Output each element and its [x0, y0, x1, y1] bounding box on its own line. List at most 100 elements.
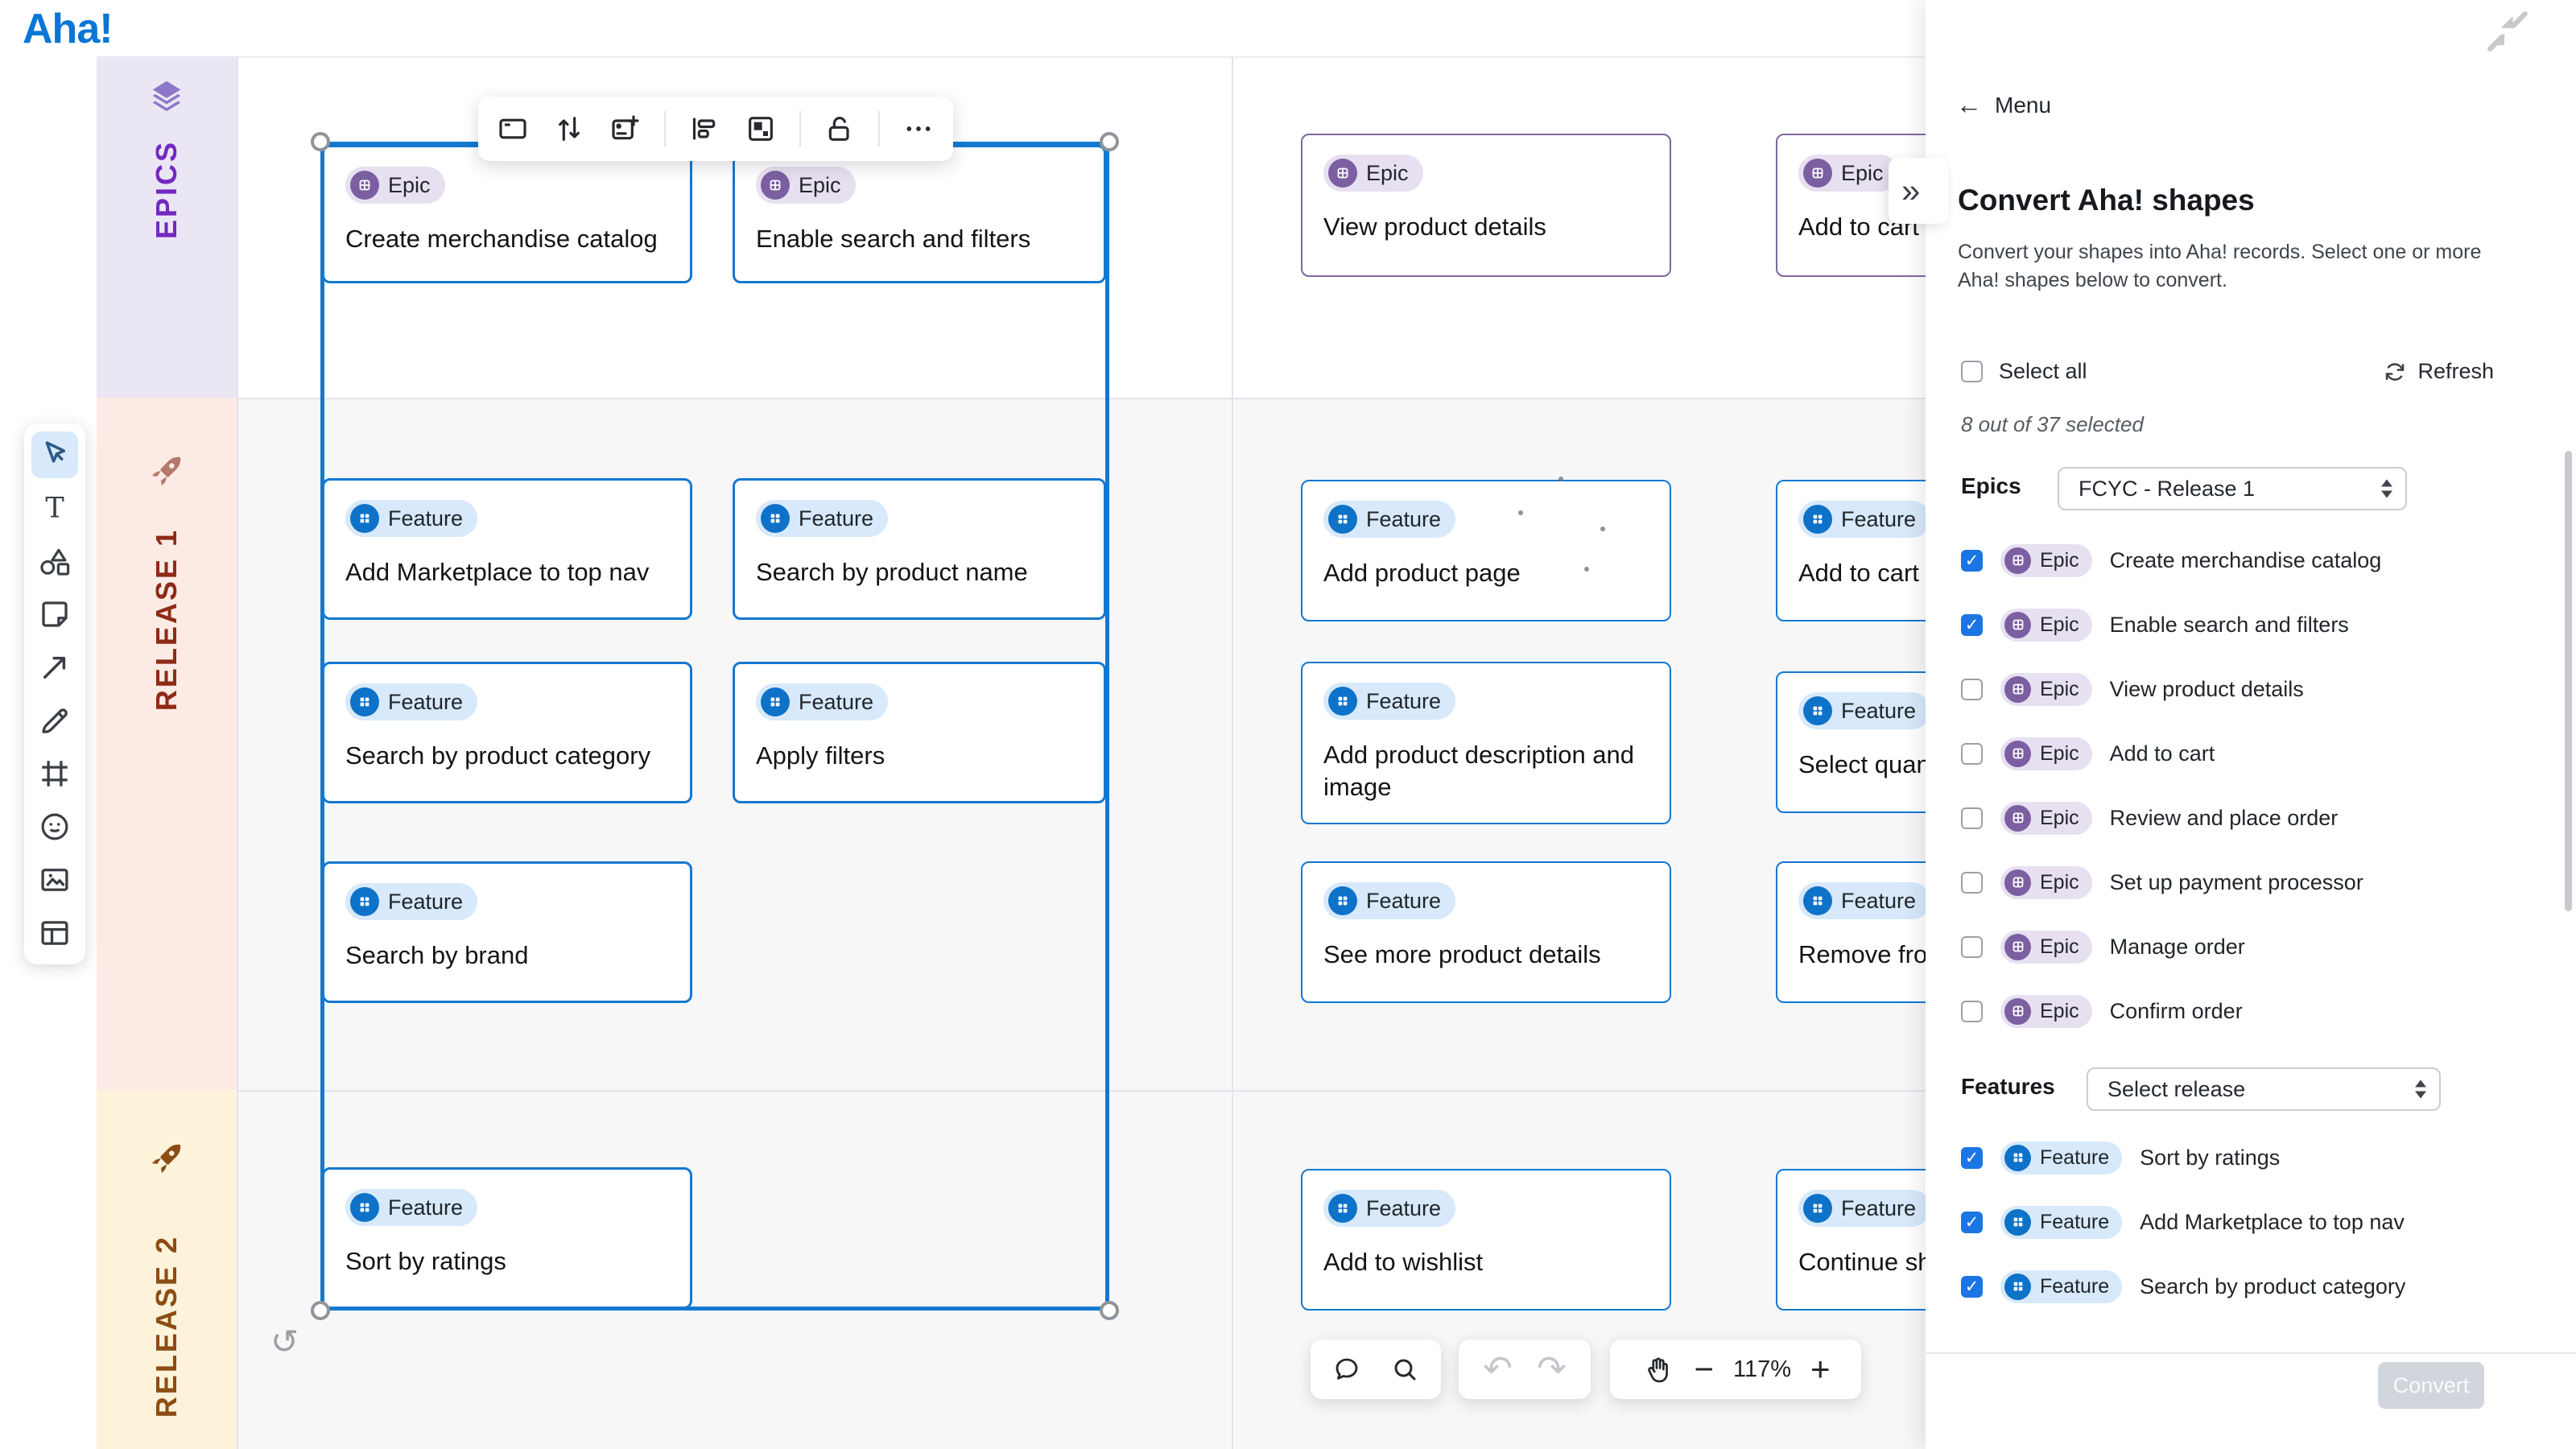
- card-epic[interactable]: Epic Enable search and filters: [733, 145, 1106, 283]
- checkbox[interactable]: [1961, 742, 1983, 765]
- epic-icon: [2004, 997, 2031, 1025]
- selection-handle-top-left[interactable]: [311, 132, 330, 151]
- fit-image-icon[interactable]: [743, 111, 778, 147]
- epic-badge: Epic: [2000, 672, 2092, 706]
- card-feature[interactable]: Feature Add Marketplace to top nav: [322, 478, 692, 620]
- selection-toolbar: [478, 97, 953, 161]
- image-tool[interactable]: [31, 857, 78, 903]
- epic-icon: [1803, 159, 1832, 188]
- selection-handle-bottom-left[interactable]: [311, 1301, 330, 1320]
- row-label-epics: EPICS: [150, 140, 183, 240]
- align-icon[interactable]: [687, 111, 722, 147]
- redo-icon[interactable]: ↷: [1537, 1349, 1567, 1389]
- convert-button[interactable]: Convert: [2378, 1362, 2484, 1409]
- selection-summary: 8 out of 37 selected: [1961, 412, 2144, 436]
- checkbox[interactable]: [1961, 549, 1983, 572]
- epic-badge: Epic: [2000, 737, 2092, 770]
- undo-icon[interactable]: ↶: [1483, 1349, 1513, 1389]
- card-epic[interactable]: Epic View product details: [1301, 134, 1671, 277]
- panel-feature-row[interactable]: Feature Sort by ratings: [1961, 1133, 2280, 1182]
- select-all-row[interactable]: Select all: [1961, 359, 2087, 384]
- checkbox[interactable]: [1961, 613, 1983, 636]
- pan-hand-icon[interactable]: [1641, 1352, 1674, 1386]
- panel-epic-row[interactable]: Epic Review and place order: [1961, 794, 2338, 842]
- card-feature[interactable]: Feature See more product details: [1301, 861, 1671, 1003]
- feature-icon: [350, 887, 379, 916]
- badge-label: Epic: [2040, 741, 2079, 765]
- feature-badge: Feature: [756, 683, 889, 720]
- collapse-view-icon[interactable]: [2484, 8, 2531, 59]
- pen-tool[interactable]: [31, 697, 78, 744]
- feature-badge: Feature: [1323, 1190, 1456, 1227]
- card-epic[interactable]: Epic Create merchandise catalog: [322, 145, 692, 283]
- card-feature[interactable]: Feature Search by product name: [733, 478, 1106, 620]
- zoom-in-icon[interactable]: +: [1810, 1350, 1831, 1388]
- panel-epic-row[interactable]: Epic Set up payment processor: [1961, 858, 2363, 906]
- zoom-out-icon[interactable]: −: [1694, 1350, 1714, 1388]
- convert-to-card-icon[interactable]: [495, 111, 530, 147]
- panel-epic-row[interactable]: Epic Create merchandise catalog: [1961, 536, 2381, 584]
- checkbox[interactable]: [1961, 1275, 1983, 1298]
- card-feature[interactable]: Feature Sort by ratings: [322, 1167, 692, 1309]
- sticker-tool[interactable]: [31, 803, 78, 850]
- panel-epic-row[interactable]: Epic Add to cart: [1961, 729, 2215, 778]
- badge-label: Epic: [799, 172, 841, 197]
- comment-icon[interactable]: [1330, 1352, 1364, 1386]
- collapse-panel-tab[interactable]: »: [1889, 158, 1948, 224]
- select-all-checkbox[interactable]: [1961, 361, 1983, 382]
- card-title: Apply filters: [756, 741, 886, 770]
- checkbox[interactable]: [1961, 871, 1983, 894]
- frame-tool[interactable]: [31, 750, 78, 797]
- selection-handle-bottom-right[interactable]: [1100, 1301, 1119, 1320]
- panel-epic-row[interactable]: Epic Confirm order: [1961, 987, 2243, 1035]
- badge-label: Feature: [1841, 506, 1917, 531]
- refresh-icon: [2386, 362, 2405, 381]
- badge-label: Feature: [388, 889, 464, 914]
- checkbox[interactable]: [1961, 807, 1983, 829]
- shapes-tool[interactable]: [31, 538, 78, 584]
- card-feature[interactable]: Feature Add product page: [1301, 480, 1671, 621]
- panel-scrollbar[interactable]: [2565, 451, 2572, 911]
- panel-feature-row[interactable]: Feature Search by product category: [1961, 1262, 2405, 1311]
- checkbox[interactable]: [1961, 1146, 1983, 1169]
- panel-epic-row[interactable]: Epic View product details: [1961, 665, 2304, 713]
- checkbox[interactable]: [1961, 1000, 1983, 1022]
- swap-direction-icon[interactable]: [551, 111, 587, 147]
- select-tool[interactable]: [31, 431, 78, 478]
- add-card-icon[interactable]: [608, 111, 643, 147]
- lock-icon[interactable]: [822, 111, 857, 147]
- menu-back-link[interactable]: ← Menu: [1956, 90, 2051, 120]
- feature-badge: Feature: [2000, 1141, 2123, 1174]
- epic-icon: [2004, 933, 2031, 960]
- panel-feature-row[interactable]: Feature Add Marketplace to top nav: [1961, 1198, 2405, 1246]
- selection-handle-top-right[interactable]: [1100, 132, 1119, 151]
- rotate-handle[interactable]: ↻: [270, 1323, 299, 1360]
- checkbox[interactable]: [1961, 935, 1983, 958]
- epic-icon: [2004, 547, 2031, 574]
- feature-badge: Feature: [1323, 882, 1456, 919]
- checkbox[interactable]: [1961, 1211, 1983, 1233]
- card-feature[interactable]: Feature Apply filters: [733, 662, 1106, 803]
- card-feature[interactable]: Feature Add product description and imag…: [1301, 662, 1671, 824]
- checkbox[interactable]: [1961, 678, 1983, 700]
- search-icon[interactable]: [1388, 1352, 1422, 1386]
- text-tool[interactable]: T: [31, 485, 78, 531]
- badge-label: Feature: [1366, 506, 1442, 531]
- card-feature[interactable]: Feature Search by product category: [322, 662, 692, 803]
- card-feature[interactable]: Feature Add to wishlist: [1301, 1169, 1671, 1311]
- svg-text:T: T: [45, 492, 64, 524]
- ink-dot: [1600, 526, 1605, 531]
- panel-epic-row[interactable]: Epic Enable search and filters: [1961, 601, 2349, 649]
- sticky-note-tool[interactable]: [31, 591, 78, 638]
- connector-arrow-tool[interactable]: [31, 644, 78, 691]
- card-feature[interactable]: Feature Search by brand: [322, 861, 692, 1003]
- refresh-button[interactable]: Refresh: [2383, 359, 2494, 384]
- panel-epic-row[interactable]: Epic Manage order: [1961, 923, 2245, 971]
- features-release-select[interactable]: Select release: [2087, 1067, 2441, 1111]
- more-options-icon[interactable]: [901, 111, 936, 147]
- epic-icon: [2004, 804, 2031, 832]
- rocket-icon: [148, 452, 185, 489]
- feature-icon: [1803, 696, 1832, 725]
- table-tool[interactable]: [31, 910, 78, 956]
- epics-release-select[interactable]: FCYC - Release 1: [2058, 467, 2407, 510]
